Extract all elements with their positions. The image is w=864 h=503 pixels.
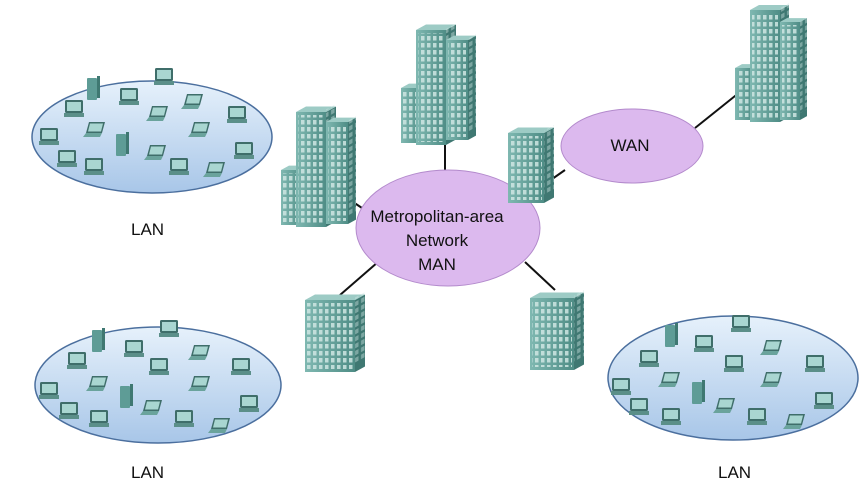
computer-icon (67, 352, 87, 369)
man-label: Metropolitan-area Network MAN (362, 205, 512, 277)
computer-icon (629, 398, 649, 415)
laptop-icon (208, 418, 230, 433)
man-label-line1: Metropolitan-area (370, 207, 504, 226)
man-label-line2: Network (405, 231, 469, 250)
devices-layer (39, 68, 834, 433)
link-man-lower-right-building (524, 261, 556, 291)
server-icon (665, 323, 678, 347)
laptop-icon (188, 122, 210, 137)
laptop-icon (83, 122, 105, 137)
computer-icon (159, 320, 179, 337)
man-ellipse (355, 169, 541, 287)
computer-icon (149, 358, 169, 375)
computer-icon (731, 315, 751, 332)
computer-icon (169, 158, 189, 175)
lan-bottom-right-devices (611, 315, 834, 429)
lan-bottom-left-ellipse (34, 326, 282, 444)
server-icon (692, 380, 705, 404)
laptop-icon (146, 106, 168, 121)
computer-icon (231, 358, 251, 375)
computer-icon (124, 340, 144, 357)
lan-top-left-label: LAN (131, 220, 165, 239)
lan-top-left-devices (39, 68, 254, 177)
laptop-icon (188, 345, 210, 360)
computer-icon (239, 395, 259, 412)
computer-icon (724, 355, 744, 372)
link-man-lower-left-building (339, 261, 379, 296)
man-label-line3: MAN (418, 255, 456, 274)
buildings-layer (281, 3, 807, 372)
laptop-icon (783, 414, 805, 429)
computer-icon (84, 158, 104, 175)
computer-icon (611, 378, 631, 395)
computer-icon (39, 382, 59, 399)
laptop-icon (144, 145, 166, 160)
laptop-icon (181, 94, 203, 109)
laptop-icon (713, 398, 735, 413)
computer-icon (814, 392, 834, 409)
laptop-icon (760, 340, 782, 355)
lan-bottom-left-devices (39, 320, 259, 433)
server-icon (92, 328, 105, 352)
computer-icon (39, 128, 59, 145)
laptop-icon (203, 162, 225, 177)
laptop-icon (760, 372, 782, 387)
lan-bottom-left-label: LAN (131, 463, 165, 482)
computer-icon (154, 68, 174, 85)
laptop-icon (658, 372, 680, 387)
wan-ellipse (560, 108, 704, 184)
building-icon-top-center (401, 21, 476, 145)
lan-bottom-right-label: LAN (718, 463, 752, 482)
laptop-icon (140, 400, 162, 415)
computer-icon (639, 350, 659, 367)
building-icon-lower-left (305, 291, 365, 372)
server-icon (120, 384, 133, 408)
computer-icon (174, 410, 194, 427)
building-icon-lower-right (530, 289, 584, 370)
computer-icon (57, 150, 77, 167)
computer-icon (805, 355, 825, 372)
server-icon (116, 132, 129, 156)
laptop-icon (188, 376, 210, 391)
computer-icon (747, 408, 767, 425)
wan-label: WAN (610, 136, 650, 155)
computer-icon (227, 106, 247, 123)
computer-icon (694, 335, 714, 352)
building-icon-near-wan (508, 124, 554, 203)
computer-icon (64, 100, 84, 117)
computer-icon (89, 410, 109, 427)
building-icon-left-tall (281, 103, 356, 227)
server-icon (87, 76, 100, 100)
computer-icon (119, 88, 139, 105)
computer-icon (661, 408, 681, 425)
building-icon-top-right (735, 3, 807, 122)
lan-bottom-right-ellipse (607, 315, 859, 441)
lan-top-left-ellipse (31, 80, 273, 194)
laptop-icon (86, 376, 108, 391)
computer-icon (59, 402, 79, 419)
computer-icon (234, 142, 254, 159)
